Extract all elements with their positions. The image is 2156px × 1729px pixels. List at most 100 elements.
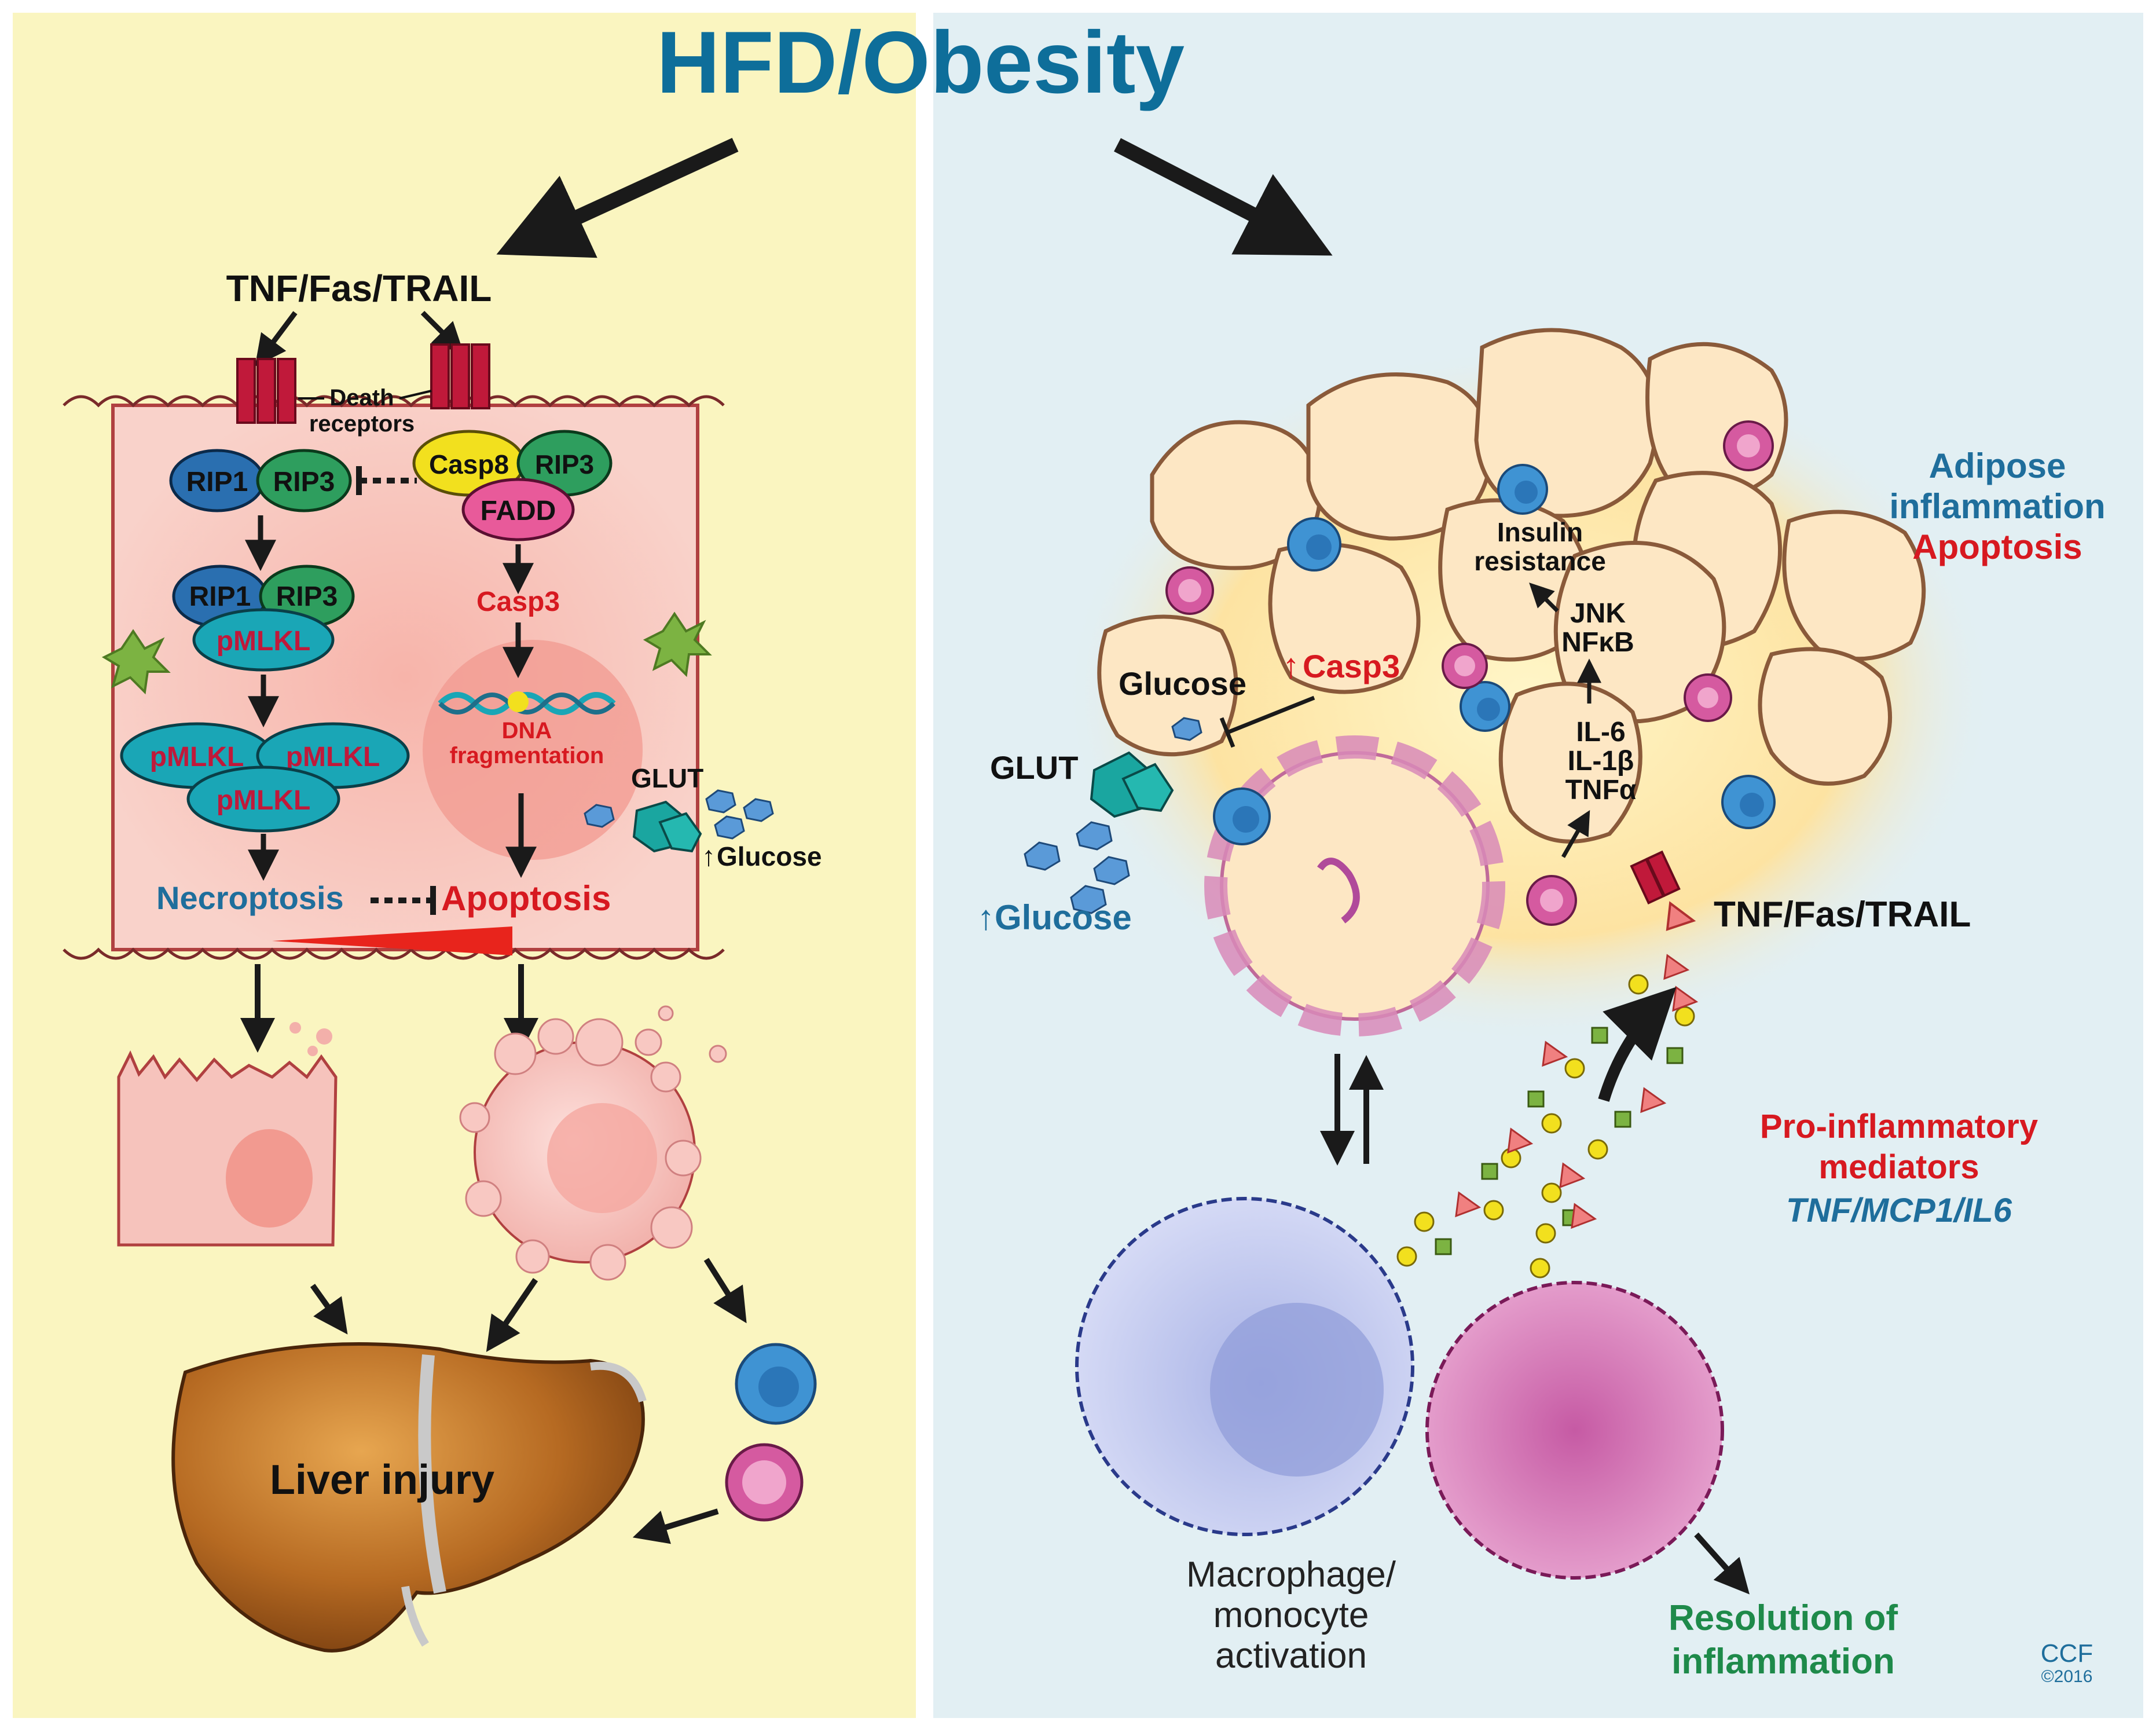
- immune-cell-pink-r4: [1684, 673, 1732, 722]
- rip3-label: RIP3: [273, 467, 335, 497]
- immune-cell-pink-left: [725, 1443, 804, 1522]
- green-vesicle-left: [101, 629, 171, 695]
- necroptosis-label: Necroptosis: [156, 880, 344, 916]
- ligand-triangle-main: [1666, 901, 1696, 931]
- resolution-label-1: Resolution of: [1669, 1598, 1898, 1638]
- arrow-to-right: [1114, 138, 1333, 256]
- glucose-molecule-r3: [1093, 856, 1130, 885]
- death-receptor-2: [430, 343, 490, 409]
- glut-label-right: GLUT: [990, 749, 1078, 786]
- apoptosis-label-left: Apoptosis: [441, 879, 611, 918]
- arrow-to-resolution: [1694, 1532, 1750, 1595]
- death-receptors-label-1: Death: [329, 385, 394, 411]
- pmlkl-label-3: pMLKL: [286, 742, 380, 772]
- pmlkl-label-2: pMLKL: [150, 742, 244, 772]
- crown-like-structure: [1204, 735, 1505, 1036]
- macrophage-blue: [1075, 1197, 1414, 1536]
- death-receptors-label-2: receptors: [309, 411, 415, 437]
- resolution-label-2: inflammation: [1671, 1642, 1895, 1682]
- immune-cell-pink-r1: [1165, 566, 1214, 615]
- balance-wedge: [272, 926, 512, 955]
- page-title: HFD/Obesity: [657, 13, 1185, 112]
- immune-cell-blue-r1: [1287, 517, 1341, 572]
- pro-inflammatory-label-1: Pro-inflammatory: [1760, 1108, 2038, 1145]
- rip3-label-2: RIP3: [535, 449, 594, 479]
- inhibition-casp3-glucose: [1226, 695, 1315, 735]
- macrophage-label-1: Macrophage/: [1186, 1555, 1396, 1595]
- arrow-mediators-to-adipose: [1598, 987, 1677, 1102]
- up-arrow-casp3: ↑: [1282, 646, 1300, 685]
- pmlkl-node-1: [192, 608, 335, 672]
- credit-ccf: CCF: [2041, 1639, 2093, 1668]
- nfkb-label: NFκB: [1561, 627, 1634, 658]
- immune-cell-pink-r2: [1442, 643, 1488, 689]
- insulin-resistance-label-2: resistance: [1474, 546, 1606, 576]
- apoptosis-label-right: Apoptosis: [1912, 528, 2082, 566]
- mediators-list-label: TNF/MCP1/IL6: [1786, 1192, 2012, 1229]
- arrow-cell-to-cytokines: [1561, 810, 1590, 858]
- immune-cell-blue-r4: [1213, 787, 1271, 845]
- dna-fragmentation-label-1: DNA: [502, 718, 552, 743]
- macrophage-label-3: activation: [1215, 1636, 1367, 1676]
- macrophage-pink: [1425, 1281, 1724, 1580]
- necrotic-cell: [117, 1022, 338, 1247]
- casp3-label-left: Casp3: [476, 587, 560, 617]
- glucose-molecule-r1: [1024, 841, 1061, 871]
- jnk-label: JNK: [1570, 598, 1626, 629]
- glucose-label-left: Glucose: [717, 841, 822, 871]
- inhibition-bar-glucose: [1219, 717, 1235, 748]
- glut-transporter-right: [1090, 751, 1174, 818]
- macrophage-label-2: monocyte: [1213, 1595, 1369, 1635]
- rip3-node: [256, 449, 352, 512]
- apoptotic-cell: [459, 1005, 727, 1281]
- glucose-molecule-l1: [584, 804, 615, 828]
- liver-illustration: [171, 1342, 647, 1653]
- immune-cell-blue-r3: [1460, 681, 1510, 732]
- glucose-molecule-l3: [743, 798, 774, 822]
- dna-strand-icon: [438, 691, 616, 715]
- glucose-molecule-r2: [1076, 821, 1113, 851]
- rip1-label-necrosome: RIP1: [189, 581, 251, 612]
- pmlkl-node-4: [186, 765, 340, 833]
- casp8-label: Casp8: [429, 449, 509, 479]
- arrow-apoptotic-to-liver: [486, 1278, 538, 1352]
- arrow-necrotic-to-liver: [310, 1284, 348, 1335]
- pmlkl-label-1: pMLKL: [217, 626, 311, 657]
- glut-label-left: GLUT: [631, 763, 703, 793]
- cytokine-label-il1b: IL-1β: [1568, 746, 1634, 776]
- left-ligands-label: TNF/Fas/TRAIL: [226, 268, 492, 309]
- glucose-molecule-r0: [1171, 717, 1202, 741]
- immune-cell-blue-r5: [1721, 775, 1776, 829]
- pro-inflammatory-label-2: mediators: [1818, 1148, 1979, 1186]
- arrow-ligand-receptor-1: [255, 311, 298, 367]
- glucose-molecule-l2: [705, 789, 736, 814]
- pmlkl-label-4: pMLKL: [217, 785, 311, 816]
- cytokine-label-il6: IL-6: [1576, 717, 1625, 748]
- liver-injury-label: Liver injury: [270, 1457, 494, 1503]
- glucose-molecule-r4: [1070, 885, 1107, 914]
- receptor-label-leader-2: [399, 390, 432, 400]
- glucose-label-right: Glucose: [1119, 665, 1246, 702]
- dna-fragmentation-label-2: fragmentation: [450, 743, 604, 768]
- arrow-ligand-receptor-2: [420, 310, 464, 354]
- cytokine-label-tnfa: TNFα: [1565, 775, 1637, 805]
- arrow-jnk-to-insulin: [1529, 583, 1559, 613]
- right-ligands-label: TNF/Fas/TRAIL: [1714, 895, 1971, 935]
- green-vesicle-right: [643, 611, 712, 677]
- credit-year: ©2016: [2041, 1667, 2093, 1686]
- glucose-molecule-l4: [714, 815, 745, 840]
- adipose-label-2: inflammation: [1889, 487, 2105, 526]
- immune-cell-blue-left: [735, 1343, 817, 1425]
- up-glucose-label-right: Glucose: [995, 898, 1132, 937]
- immune-cell-pink-r3: [1723, 420, 1774, 471]
- glut-transporter-left: [632, 800, 702, 853]
- arrow-to-left: [496, 138, 739, 258]
- rip1-label: RIP1: [186, 467, 248, 497]
- insulin-resistance-label-1: Insulin: [1497, 517, 1583, 547]
- fadd-node: [461, 478, 575, 541]
- immune-cell-blue-r2: [1497, 464, 1548, 515]
- arrow-immune-to-liver: [632, 1508, 719, 1544]
- adipose-label-1: Adipose: [1929, 446, 2066, 485]
- up-arrow-glucose-left: ↑: [702, 841, 716, 872]
- arrow-apoptotic-to-immune: [703, 1258, 747, 1324]
